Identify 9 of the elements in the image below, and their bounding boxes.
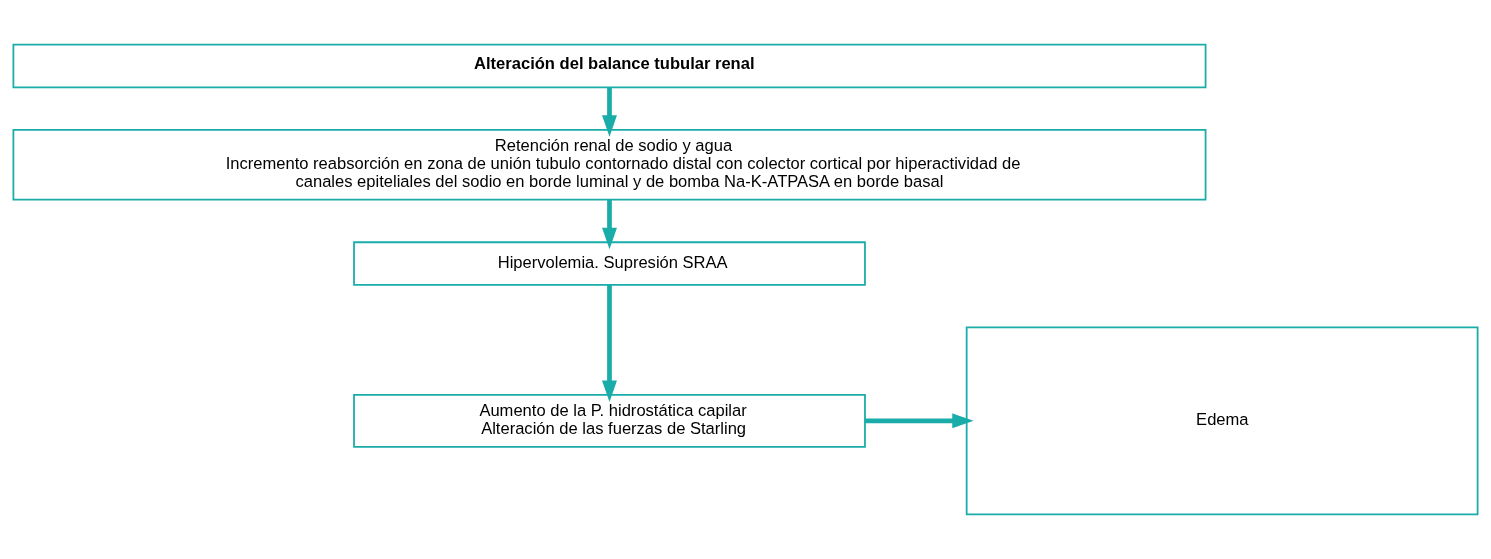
arrow — [602, 285, 617, 402]
node-box: Retención renal de sodio y agua Incremento reabsorción en zona de unión tubulo contornado distal con colector cortical por hiperactividad de canales epiteliales del sodio en borde luminal y de bomba Na-K-ATPASA en borde basal — [12, 129, 1207, 201]
arrow — [602, 199, 617, 250]
node-box: Alteración del balance tubular renal — [12, 43, 1207, 89]
arrow — [602, 87, 617, 137]
node-box: Edema — [965, 326, 1479, 516]
node-box: Aumento de la P. hidrostática capilar Alteración de las fuerzas de Starling — [353, 393, 866, 448]
arrow — [864, 413, 974, 429]
node-box: Hipervolemia. Supresión SRAA — [353, 241, 866, 286]
